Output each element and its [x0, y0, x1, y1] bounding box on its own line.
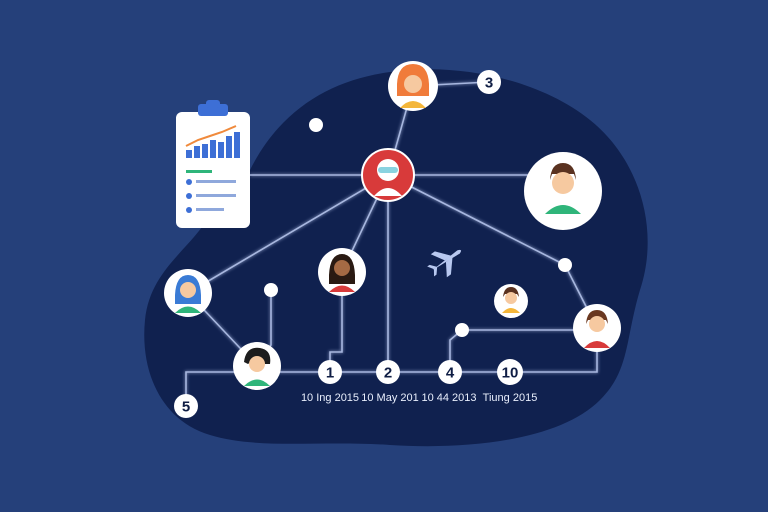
step-badge-5-label: 5	[182, 399, 190, 416]
step-badge-10-label: 10	[502, 365, 519, 382]
avatar-right-man[interactable]	[573, 304, 621, 352]
avatar-center-hub[interactable]	[361, 148, 415, 202]
step-badge-1[interactable]: 1	[318, 360, 342, 384]
dot-lower-branch	[455, 323, 469, 337]
step-badge-4-label: 4	[446, 365, 455, 382]
step-badge-10[interactable]: 10	[497, 359, 523, 385]
avatar-right-man-large[interactable]	[524, 152, 602, 230]
line-center-to-left-person	[187, 174, 389, 294]
step-badge-5[interactable]: 5	[174, 394, 198, 418]
date-label-4: Tiung 2015	[483, 392, 538, 404]
step-badge-2-label: 2	[384, 365, 392, 382]
date-label-3: 10 44 2013	[421, 392, 476, 404]
dot-left-branch	[264, 283, 278, 297]
line-center-to-right-dot	[387, 174, 566, 266]
step-badge-3[interactable]: 3	[477, 70, 501, 94]
avatar-top-woman[interactable]	[388, 61, 438, 111]
step-badge-3-label: 3	[485, 75, 493, 92]
line-step-4-to-right	[449, 329, 597, 372]
clipboard-report-icon	[176, 100, 250, 228]
avatar-small-man[interactable]	[494, 284, 528, 318]
junction-dots	[264, 118, 572, 337]
date-label-1: 10 Ing 2015	[301, 392, 359, 404]
step-badge-1-label: 1	[326, 365, 334, 382]
avatar-mid-woman[interactable]	[318, 248, 366, 296]
step-badge-2[interactable]: 2	[376, 360, 400, 384]
dot-upper-left	[309, 118, 323, 132]
avatar-left-woman[interactable]	[164, 269, 212, 317]
step-badge-4[interactable]: 4	[438, 360, 462, 384]
airplane-icon	[427, 249, 462, 278]
date-label-2: 10 May 201	[361, 392, 418, 404]
avatar-bottom-woman[interactable]	[233, 342, 281, 390]
dot-right-branch	[558, 258, 572, 272]
